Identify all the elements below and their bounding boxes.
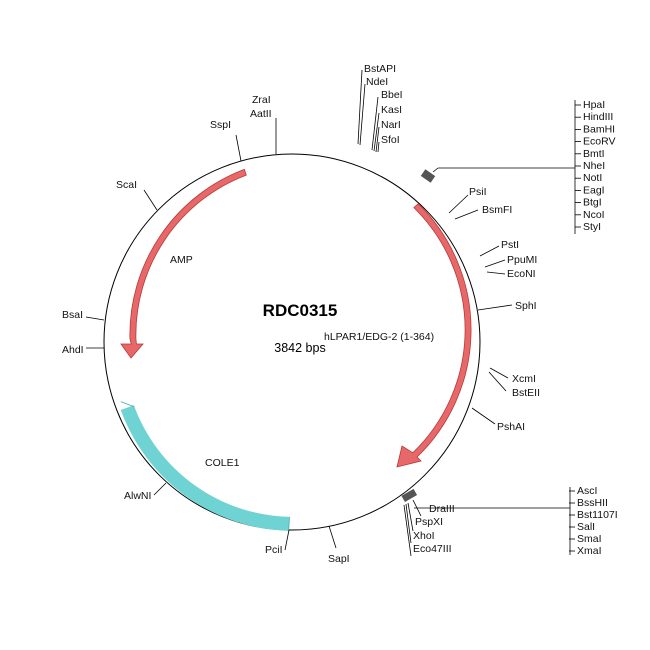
site-label-ndei: NdeI [366, 76, 388, 88]
site-label-xcmi: XcmI [512, 373, 536, 385]
insert-label: hLPAR1/EDG-2 (1-364) [324, 331, 434, 343]
site-label-pshai: PshAI [497, 421, 525, 433]
site-label-bsmfi: BsmFI [482, 204, 512, 216]
site-label-zrai: ZraI [252, 94, 271, 106]
mcs-top-cluster: HpaIHindIIIBamHIEcoRVBmtINheINotIEagIBtg… [420, 99, 616, 234]
site-label-bsteii: BstEII [512, 387, 540, 399]
mcs-bottom-label-xmai: XmaI [577, 545, 602, 557]
site-label-bbei: BbeI [381, 89, 403, 101]
mcs-top-label-styi: StyI [583, 221, 601, 233]
site-label-bstapi: BstAPI [364, 63, 396, 75]
site-label-aatii: AatII [250, 108, 272, 120]
site-label-ahdi: AhdI [62, 344, 84, 356]
site-label-sapi: SapI [328, 553, 350, 565]
plasmid-size: 3842 bps [274, 341, 325, 355]
mcs-top-label-eagi: EagI [583, 184, 605, 196]
site-label-draiii: DraIII [429, 503, 455, 515]
mcs-bottom-label-asci: AscI [577, 485, 597, 497]
mcs-bottom-label-bsshii: BssHII [577, 497, 608, 509]
mcs-top-label-hindiii: HindIII [583, 111, 613, 123]
mcs-top-label-btgi: BtgI [583, 197, 602, 209]
mcs-top-label-ncoi: NcoI [583, 209, 605, 221]
site-label-econi: EcoNI [507, 268, 536, 280]
plasmid-backbone [103, 153, 481, 531]
mcs-top-label-ecorv: EcoRV [583, 136, 616, 148]
cole1-label: COLE1 [205, 457, 240, 469]
mcs-top-label-hpai: HpaI [583, 99, 605, 111]
amp-label: AMP [170, 254, 193, 266]
site-label-alwni: AlwNI [124, 490, 151, 502]
mcs-bottom-label-smai: SmaI [577, 533, 602, 545]
insert-feature-arrow[interactable] [396, 203, 472, 468]
site-label-psti: PstI [501, 239, 519, 251]
site-label-eco47iii: Eco47III [413, 543, 452, 555]
mcs-bottom-label-sali: SalI [577, 521, 595, 533]
site-label-sphi: SphI [515, 300, 537, 312]
site-label-sspi: SspI [210, 119, 231, 131]
site-label-nari: NarI [381, 119, 401, 131]
site-label-bsai: BsaI [62, 309, 83, 321]
mcs-top-label-bamhi: BamHI [583, 123, 615, 135]
mcs-top-label-bmti: BmtI [583, 148, 605, 160]
mcs-bottom-ticks [401, 488, 418, 502]
amp-feature-arrow[interactable] [120, 168, 247, 359]
mcs-top-label-nhei: NheI [583, 160, 605, 172]
cole1-feature-arc[interactable] [120, 405, 290, 531]
site-label-kasi: KasI [381, 104, 402, 116]
site-label-pcii: PciI [265, 544, 283, 556]
mcs-top-label-noti: NotI [583, 172, 602, 184]
mcs-bottom-label-bst1107i: Bst1107I [577, 509, 618, 521]
site-label-sfoi: SfoI [381, 134, 400, 146]
site-group-top: BstAPI NdeI BbeI KasI NarI SfoI [357, 63, 403, 153]
site-label-psii: PsiI [469, 186, 487, 198]
mcs-top-ticks [420, 169, 436, 183]
site-label-xhoi: XhoI [413, 530, 435, 542]
plasmid-name: RDC0315 [263, 301, 338, 320]
site-label-pspxi: PspXI [415, 516, 443, 528]
site-label-scai: ScaI [116, 179, 137, 191]
site-label-ppumi: PpuMI [507, 254, 537, 266]
